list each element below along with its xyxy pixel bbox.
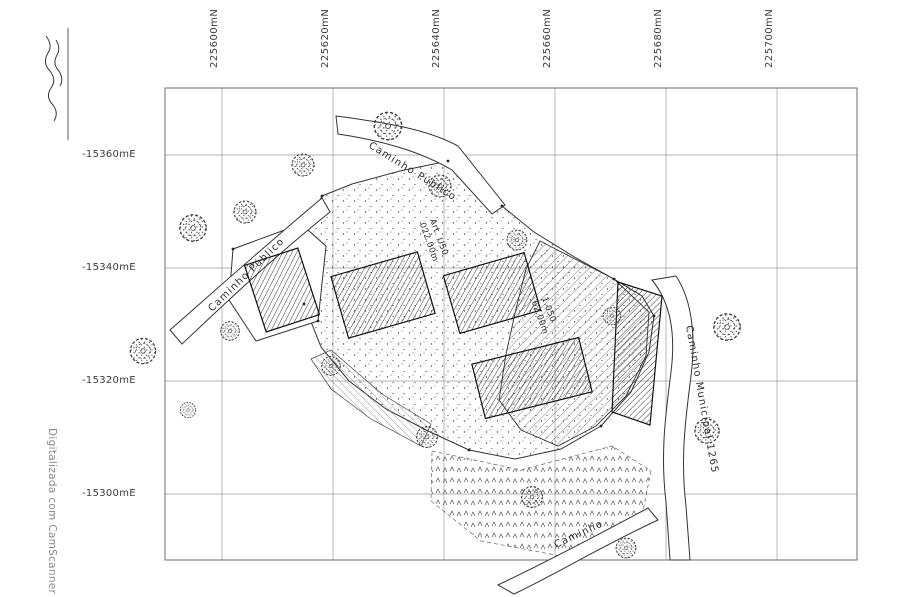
east-label: -15300mE [82,488,136,499]
tree-icon [179,401,197,419]
road-right [651,275,694,561]
north-label: 225660mN [542,8,553,68]
building [243,247,321,333]
handwritten-note [44,28,69,140]
camscanner-watermark: Digitalizada com CamScanner [46,428,58,595]
building [442,251,542,335]
east-label: -15360mE [82,149,136,160]
map-frame [164,87,858,561]
east-label: -15340mE [82,262,136,273]
tree-icon [615,537,637,559]
tree-icon [129,337,157,365]
east-label: -15320mE [82,375,136,386]
north-label: 225620mN [320,8,331,68]
terrain-parcels [228,160,655,557]
road-bottom [496,507,659,595]
tree-icon [713,313,741,341]
tree-icon [321,356,341,376]
tree-icon [416,426,438,448]
tree-icon [602,306,622,326]
building [330,251,436,339]
tree-icon [373,111,403,141]
hatched-strip-along-road [611,281,663,426]
tree-icon [291,153,315,177]
north-label: 225600mN [209,8,220,68]
tree-icon [220,321,240,341]
tree-icon [233,200,257,224]
tree-icon [521,486,543,508]
tree-icon [506,229,528,251]
survey-points [231,159,656,452]
north-label: 225700mN [764,8,775,68]
tree-icon [179,214,207,242]
north-label: 225680mN [653,8,664,68]
north-label: 225640mN [431,8,442,68]
building [471,336,593,420]
buildings [243,247,663,426]
